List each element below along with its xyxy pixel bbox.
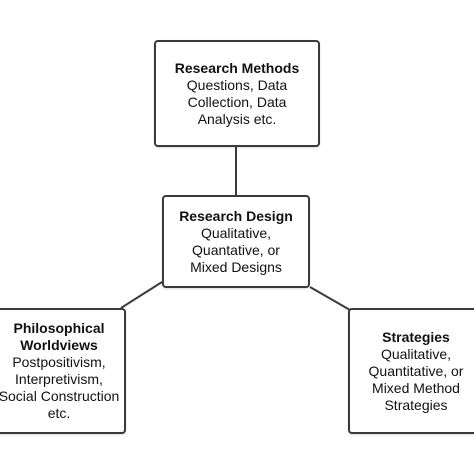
node-strategies: Strategies Qualitative, Quantitative, or… [348, 308, 474, 434]
node-research-design: Research Design Qualitative, Quantative,… [162, 195, 310, 288]
node-research-methods: Research Methods Questions, Data Collect… [154, 40, 320, 147]
node-research-methods-title: Research Methods [174, 59, 300, 76]
node-philosophical-worldviews-title: Philosophical Worldviews [13, 320, 105, 353]
node-research-design-title: Research Design [179, 207, 293, 224]
edge-design-to-worldviews [120, 281, 163, 309]
node-philosophical-worldviews: Philosophical Worldviews Postpositivism,… [0, 308, 126, 434]
node-strategies-body: Qualitative, Quantitative, or Mixed Meth… [368, 345, 464, 413]
node-strategies-title: Strategies [382, 328, 450, 345]
node-philosophical-worldviews-body: Postpositivism, Interpretivism, Social C… [0, 354, 120, 421]
edge-design-to-strategies [309, 286, 351, 311]
node-research-design-body: Qualitative, Quantative, or Mixed Design… [190, 224, 282, 275]
node-research-methods-body: Questions, Data Collection, Data Analysi… [186, 76, 288, 127]
